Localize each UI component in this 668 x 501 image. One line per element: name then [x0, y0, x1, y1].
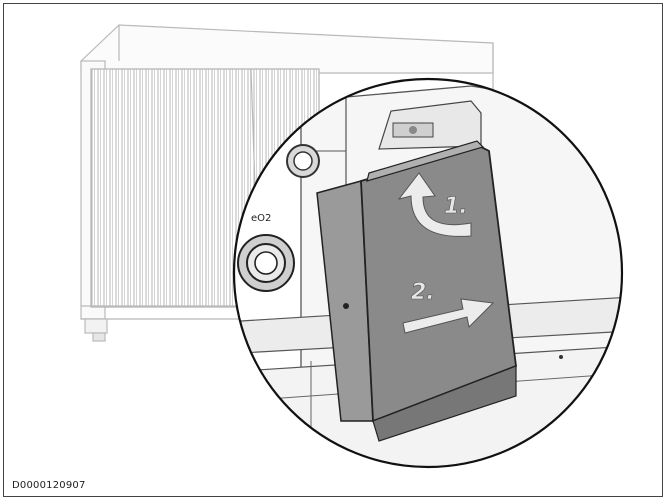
upper-port-icon — [286, 144, 320, 178]
detail-magnifier: eO2 1. 2. — [234, 79, 622, 467]
service-cover — [316, 140, 517, 442]
detail-circle-outline — [232, 77, 624, 469]
unit-illustration: eO2 1. 2. — [80, 24, 624, 469]
step-2-label: 2. — [411, 280, 435, 305]
lower-port-icon — [237, 234, 295, 292]
step-1-label: 1. — [444, 194, 468, 219]
figure-frame: eO2 1. 2. — [3, 3, 663, 497]
document-id: D0000120907 — [12, 480, 86, 491]
rotate-arrow-icon — [397, 172, 472, 237]
slide-arrow-icon — [402, 298, 495, 334]
port-label: eO2 — [251, 213, 271, 224]
